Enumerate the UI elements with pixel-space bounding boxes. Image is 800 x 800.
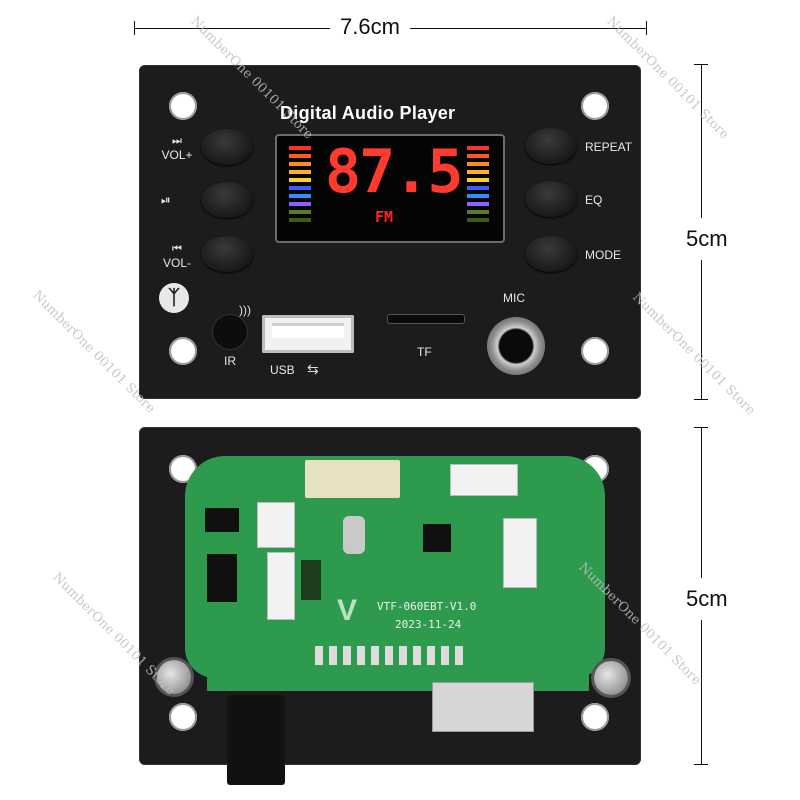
spectrum-bar	[289, 170, 311, 174]
spectrum-bar	[467, 154, 489, 158]
front-panel: Digital Audio Player ⏭ VOL+ ⏯ ⏮ VOL- REP…	[139, 65, 641, 399]
mount-hole-bottom-left	[169, 337, 197, 365]
repeat-button[interactable]	[525, 128, 577, 164]
pcb-date-text: 2023-11-24	[395, 618, 462, 631]
spectrum-bar	[289, 186, 311, 190]
top-connector	[450, 464, 518, 496]
mode-label: MODE	[585, 248, 621, 262]
pcb-model-text: VTF-060EBT-V1.0	[377, 600, 477, 613]
screw-left	[157, 660, 191, 694]
bluetooth-antenna	[305, 460, 400, 498]
lcd-display: 87.5 FM	[275, 134, 505, 243]
play-pause-icon: ⏯	[161, 193, 171, 207]
eq-label: EQ	[585, 193, 603, 207]
vol-plus-button[interactable]	[201, 129, 253, 165]
eq-button[interactable]	[525, 181, 577, 217]
mount-hole-top-left	[169, 92, 197, 120]
spectrum-bar	[289, 162, 311, 166]
mount-hole-top-right	[581, 92, 609, 120]
vol-minus-label: VOL-	[162, 256, 191, 270]
smd-component	[205, 508, 239, 532]
vol-minus-group: ⏮ VOL-	[157, 243, 197, 270]
height-dimension-label-bottom: 5cm	[686, 578, 728, 620]
spectrum-bar	[467, 202, 489, 206]
pin-header	[301, 560, 321, 600]
spectrum-bar	[289, 194, 311, 198]
spectrum-bar	[467, 170, 489, 174]
spectrum-bar	[289, 178, 311, 182]
spectrum-bar	[467, 146, 489, 150]
spectrum-bar	[289, 210, 311, 214]
crystal-oscillator	[343, 516, 365, 554]
brand-logo: V	[337, 594, 358, 627]
screw-right	[594, 661, 628, 695]
bluetooth-icon: ᛉ	[159, 283, 189, 313]
tf-label: TF	[417, 345, 432, 359]
height-dimension-label-top: 5cm	[686, 218, 728, 260]
spectrum-bar	[467, 194, 489, 198]
next-track-icon: ⏭	[172, 135, 182, 147]
spectrum-bar	[467, 178, 489, 182]
mic-label: MIC	[503, 291, 525, 305]
spectrum-bar	[289, 154, 311, 158]
regulator-chip	[207, 554, 237, 602]
frequency-readout: 87.5	[325, 137, 463, 207]
play-pause-button[interactable]	[201, 182, 253, 218]
mic-jack[interactable]	[487, 317, 545, 375]
tf-card-slot[interactable]	[387, 314, 465, 324]
power-jack-housing	[227, 695, 285, 785]
usb-connector-back	[432, 682, 534, 732]
previous-track-icon: ⏮	[172, 243, 182, 255]
vol-plus-group: ⏭ VOL+	[157, 135, 197, 162]
ribbon-contacts	[315, 646, 465, 666]
spectrum-bar	[467, 186, 489, 190]
ir-sensor	[213, 315, 247, 349]
spectrum-bar	[289, 218, 311, 222]
mount-hole-bottom-right	[581, 703, 609, 731]
ir-label: IR	[224, 354, 236, 368]
usb-port-tongue	[272, 323, 344, 338]
repeat-label: REPEAT	[585, 140, 633, 154]
spectrum-bar	[289, 146, 311, 150]
usb-label: USB	[270, 363, 295, 377]
left-connector-upper	[257, 502, 295, 548]
spectrum-bar	[467, 162, 489, 166]
usb-port[interactable]	[262, 315, 354, 353]
band-indicator: FM	[375, 208, 394, 226]
spectrum-bar	[467, 210, 489, 214]
vol-plus-label: VOL+	[161, 148, 193, 162]
pcb-board: V VTF-060EBT-V1.0 2023-11-24	[185, 456, 605, 678]
main-ic-chip	[423, 524, 451, 552]
usb-symbol-icon: ⇆	[307, 361, 319, 377]
ir-signal-icon: )))	[239, 303, 251, 317]
left-connector-lower	[267, 552, 295, 620]
mode-button[interactable]	[525, 236, 577, 272]
vol-minus-button[interactable]	[201, 236, 253, 272]
spectrum-bar	[467, 218, 489, 222]
width-dimension-label: 7.6cm	[330, 14, 410, 40]
spectrum-bar	[289, 202, 311, 206]
right-connector	[503, 518, 537, 588]
mount-hole-bottom-right	[581, 337, 609, 365]
panel-title: Digital Audio Player	[280, 103, 456, 123]
mount-hole-bottom-left	[169, 703, 197, 731]
